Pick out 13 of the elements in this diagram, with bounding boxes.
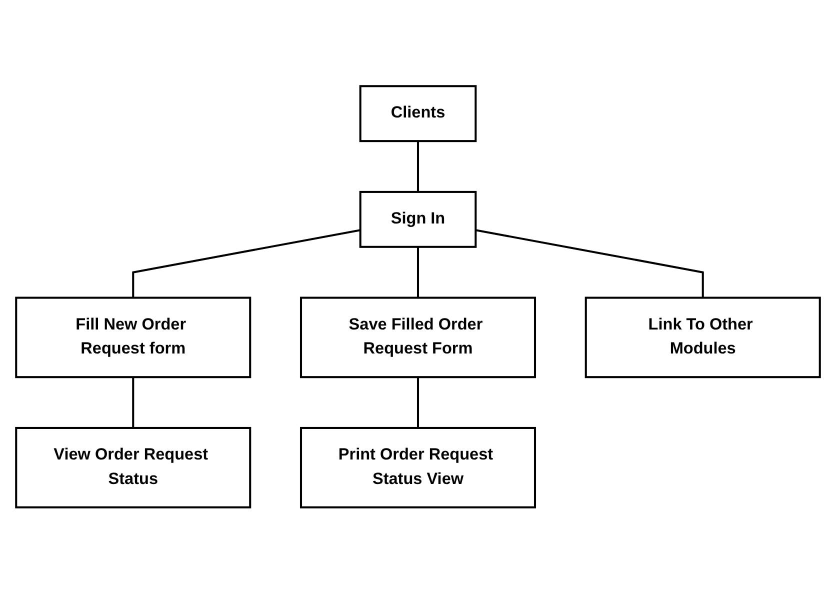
connector (132, 377, 134, 428)
node-box: Sign In (359, 191, 477, 248)
node-box: Clients (359, 85, 477, 142)
connector (416, 141, 420, 192)
node-box: Link To Other Modules (584, 297, 821, 378)
connector (416, 247, 420, 298)
node-box: Print Order Request Status View (300, 427, 536, 509)
connector (475, 229, 704, 298)
connector (132, 229, 361, 298)
node-box: Save Filled Order Request Form (300, 297, 536, 378)
node-box: Fill New Order Request form (15, 297, 252, 378)
connector (416, 377, 420, 428)
node-box: View Order Request Status (15, 427, 252, 509)
